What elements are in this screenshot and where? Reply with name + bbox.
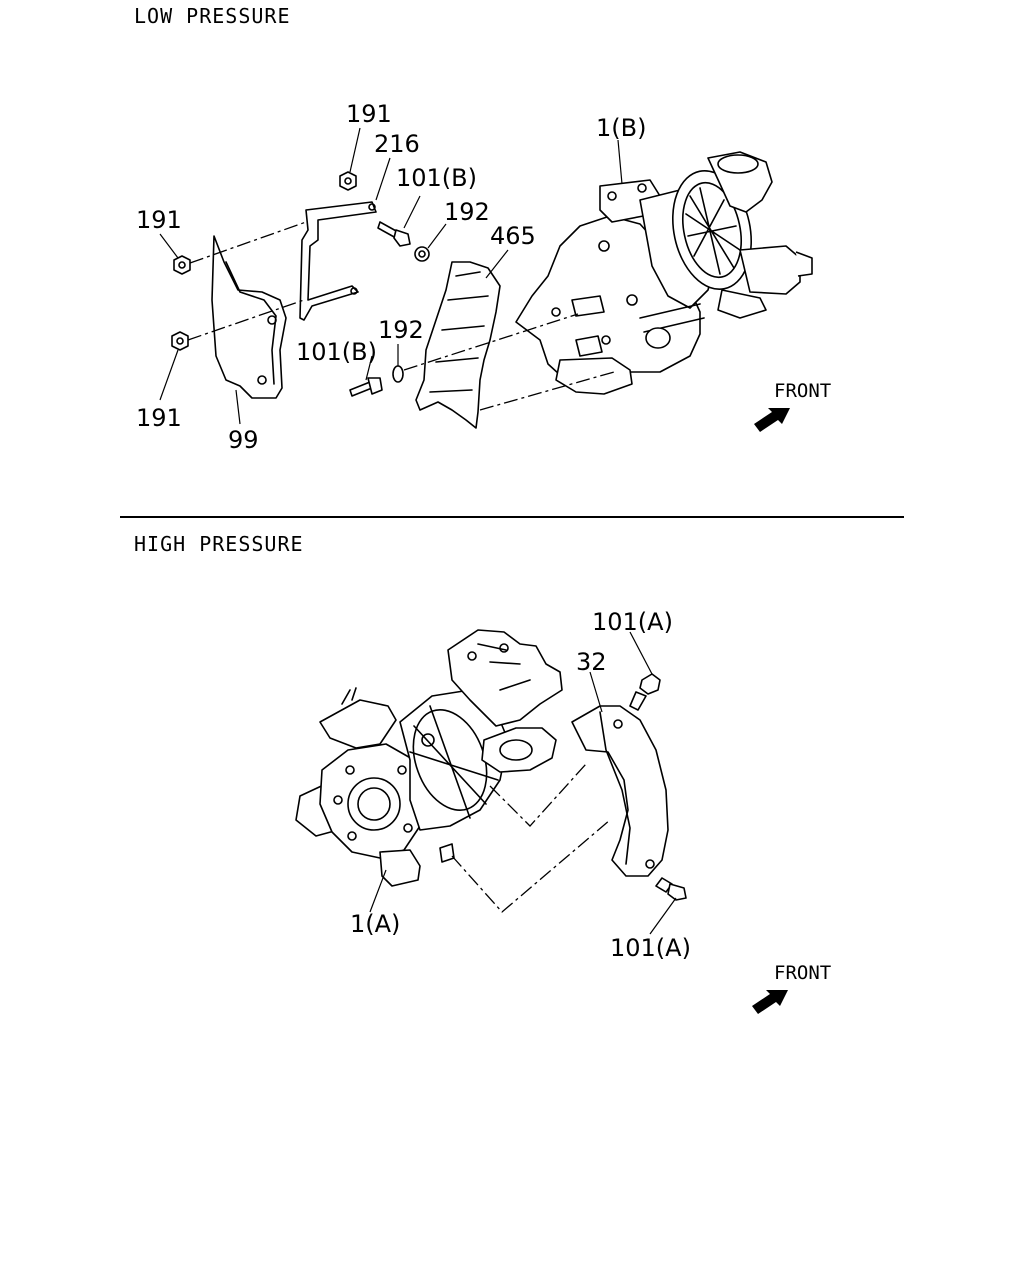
heat-shield-32: [571, 705, 669, 877]
callout-101b-lower: 101(B): [296, 338, 377, 366]
callout-101a-lower: 101(A): [610, 934, 691, 962]
callout-191-left-lower: 191: [136, 404, 182, 432]
low-pressure-title: LOW PRESSURE: [134, 4, 291, 28]
nut-191-top: [339, 171, 357, 191]
callout-216: 216: [374, 130, 420, 158]
washer-192-upper: [414, 246, 430, 262]
turbocharger-1b: [515, 151, 813, 395]
nut-191-left-upper: [173, 255, 191, 275]
turbocharger-1a: [295, 629, 563, 887]
callout-32: 32: [576, 648, 607, 676]
callout-192-lower: 192: [378, 316, 424, 344]
front-arrow-icon: [754, 408, 790, 432]
bolt-101b-lower: [349, 377, 383, 397]
bracket-216: [299, 201, 377, 321]
section-divider: [120, 516, 904, 518]
callout-465: 465: [490, 222, 536, 250]
callout-1a: 1(A): [350, 910, 401, 938]
callout-101a-upper: 101(A): [592, 608, 673, 636]
callout-101b-upper: 101(B): [396, 164, 477, 192]
callout-191-top: 191: [346, 100, 392, 128]
callout-192-upper: 192: [444, 198, 490, 226]
heat-shield-99: [211, 235, 287, 399]
front-label-low: FRONT: [774, 380, 832, 402]
callout-1b: 1(B): [596, 114, 647, 142]
bolt-101b-upper: [377, 221, 411, 247]
washer-192-lower: [392, 365, 404, 383]
callout-191-left-upper: 191: [136, 206, 182, 234]
bolt-101a-lower: [655, 877, 687, 901]
front-label-high: FRONT: [774, 962, 832, 984]
nut-191-left-lower: [171, 331, 189, 351]
heat-shield-465: [415, 261, 501, 429]
front-arrow-icon: [752, 990, 788, 1014]
bolt-101a-upper: [629, 673, 661, 711]
callout-99: 99: [228, 426, 259, 454]
high-pressure-title: HIGH PRESSURE: [134, 532, 304, 556]
